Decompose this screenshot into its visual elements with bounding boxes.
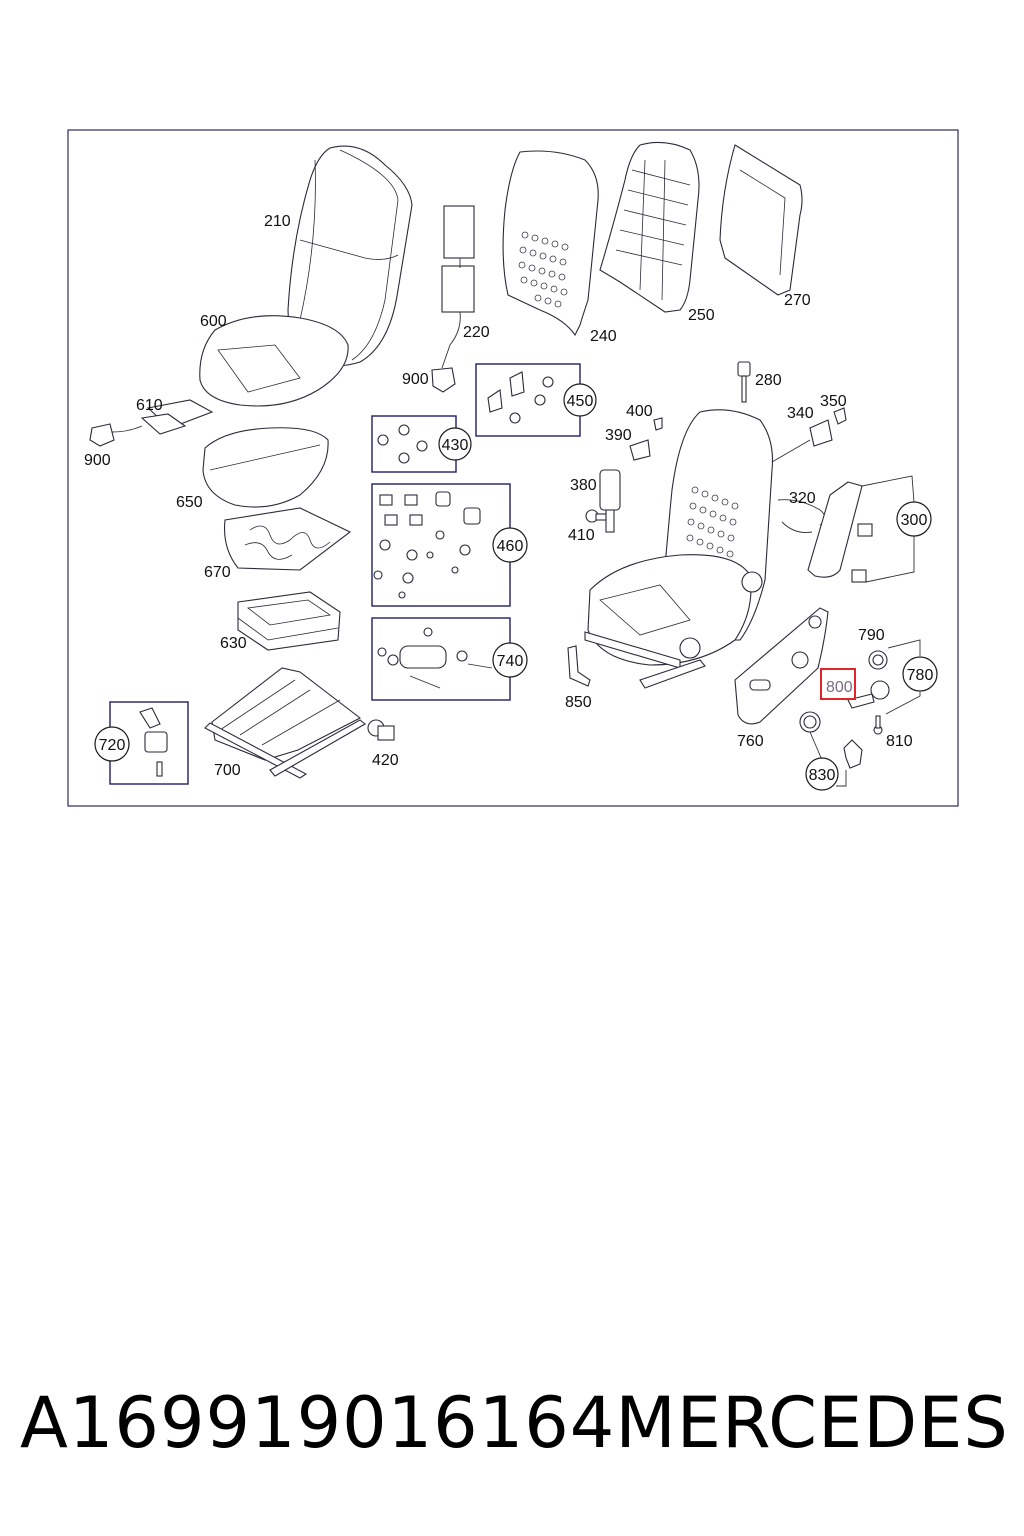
part-610-cushion-heating	[111, 399, 214, 435]
label-810: 810	[886, 733, 913, 750]
label-350: 350	[820, 393, 847, 410]
label-420: 420	[372, 752, 399, 769]
label-610: 610	[136, 397, 163, 414]
part-600-cushion-cover	[199, 315, 349, 407]
part-400-cap	[653, 417, 663, 431]
part-270-rear-panel	[719, 144, 803, 296]
label-380: 380	[570, 477, 597, 494]
label-430: 430	[442, 437, 469, 454]
label-700: 700	[214, 762, 241, 779]
group-720	[94, 701, 189, 785]
label-600: 600	[200, 313, 227, 330]
brand-name: MERCEDES	[615, 1382, 1009, 1464]
part-800-handle	[847, 680, 890, 709]
label-670: 670	[204, 564, 231, 581]
diagram-frame	[67, 129, 959, 807]
label-220: 220	[463, 324, 490, 341]
label-790: 790	[858, 627, 885, 644]
label-850: 850	[565, 694, 592, 711]
part-850-bracket	[567, 645, 591, 687]
group-300-side-airbag	[807, 475, 932, 583]
part-900-connector-left	[89, 423, 115, 447]
part-250-backrest-frame	[599, 141, 700, 313]
label-210: 210	[264, 213, 291, 230]
part-220-heating-mats	[441, 205, 475, 369]
label-720: 720	[99, 737, 126, 754]
label-300: 300	[901, 512, 928, 529]
label-410: 410	[568, 527, 595, 544]
label-830: 830	[809, 767, 836, 784]
label-320: 320	[789, 490, 816, 507]
label-240: 240	[590, 328, 617, 345]
part-810-screw	[873, 715, 883, 735]
label-460: 460	[497, 538, 524, 555]
part-670-cushion-frame	[223, 507, 352, 571]
label-900-left: 900	[84, 452, 111, 469]
part-650-cushion-padding	[202, 427, 329, 508]
part-number: A169919016164	[20, 1382, 616, 1464]
part-380-buckle	[599, 469, 621, 533]
assembled-seat	[584, 409, 774, 689]
part-700-seat-base	[204, 667, 366, 779]
part-340-headrest-guide	[809, 419, 833, 447]
label-250: 250	[688, 307, 715, 324]
group-830	[799, 711, 863, 791]
part-790-gear-ring	[868, 650, 888, 670]
part-630-frame	[237, 591, 341, 651]
part-410-bolt	[585, 509, 607, 523]
label-270: 270	[784, 292, 811, 309]
label-760: 760	[737, 733, 764, 750]
group-780	[885, 639, 938, 715]
label-630: 630	[220, 635, 247, 652]
label-780: 780	[907, 667, 934, 684]
group-430	[371, 415, 472, 473]
label-450: 450	[567, 393, 594, 410]
label-800-highlighted[interactable]: 800	[826, 679, 853, 696]
part-760-side-trim	[734, 607, 829, 725]
highlight-box-800	[820, 668, 856, 700]
group-740	[371, 617, 528, 701]
label-740: 740	[497, 653, 524, 670]
part-420-bolt	[367, 719, 395, 741]
part-350-clip	[833, 407, 847, 425]
group-450	[475, 363, 597, 437]
part-240-backrest-padding	[502, 150, 599, 337]
part-280-pin	[737, 361, 751, 403]
label-340: 340	[787, 405, 814, 422]
label-390: 390	[605, 427, 632, 444]
label-650: 650	[176, 494, 203, 511]
part-900-connector-center	[431, 367, 456, 393]
label-400: 400	[626, 403, 653, 420]
footer-caption: A169919016164 MERCEDES	[20, 1378, 1008, 1468]
part-210-backrest-cover	[287, 145, 413, 367]
part-390-cover	[629, 439, 651, 461]
group-460	[371, 483, 528, 607]
label-900-center: 900	[402, 371, 429, 388]
label-280: 280	[755, 372, 782, 389]
